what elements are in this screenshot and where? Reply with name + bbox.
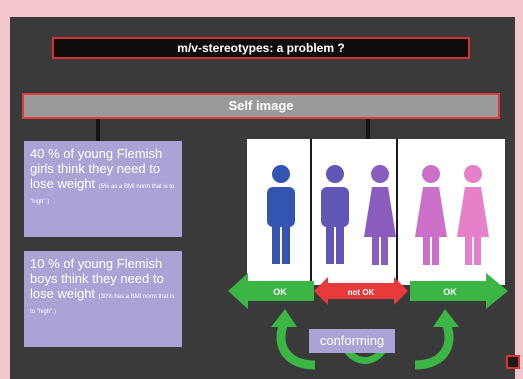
- not-ok-label: not OK: [348, 288, 375, 297]
- self-image-bar: Self image: [22, 93, 500, 119]
- slide: m/v-stereotypes: a problem ? Self image …: [10, 17, 515, 379]
- conforming-label: conforming: [309, 329, 395, 353]
- male-figure-blue-icon: [267, 165, 295, 264]
- arrows-row: OK not OK OK: [228, 273, 508, 309]
- figures-svg: [267, 165, 489, 265]
- female-figure-purple-icon: [364, 165, 396, 265]
- connector-left: [96, 119, 100, 141]
- ok-left-label: OK: [273, 287, 287, 297]
- female-figure-pink-icon: [415, 165, 447, 265]
- curved-arrow-right-icon: [414, 318, 454, 370]
- conforming-arrows: [271, 309, 459, 370]
- male-figure-violet-icon: [321, 165, 349, 264]
- female-figure-light-pink-icon: [457, 165, 489, 265]
- gender-figures-panel: [247, 139, 505, 285]
- info-girls-text: 40 % of young Flemish girls think they n…: [30, 146, 163, 191]
- ok-right-arrow-icon: [410, 273, 508, 309]
- info-boys-note: (30% has a BMI norm that is to "high".): [30, 294, 175, 315]
- info-box-girls: 40 % of young Flemish girls think they n…: [24, 141, 182, 237]
- corner-mark: [506, 355, 520, 369]
- divider-2: [396, 139, 398, 285]
- slide-title: m/v-stereotypes: a problem ?: [52, 37, 470, 59]
- info-girls-note: (5% as a BMI norm that is to "high".): [30, 184, 175, 205]
- not-ok-arrow-icon: [314, 277, 408, 305]
- info-boys-text: 10 % of young Flemish boys think they ne…: [30, 256, 164, 301]
- ok-right-label: OK: [443, 287, 457, 297]
- info-box-boys: 10 % of young Flemish boys think they ne…: [24, 251, 182, 347]
- connector-right: [366, 119, 370, 139]
- ok-left-arrow-icon: [228, 273, 314, 309]
- divider-1: [310, 139, 312, 285]
